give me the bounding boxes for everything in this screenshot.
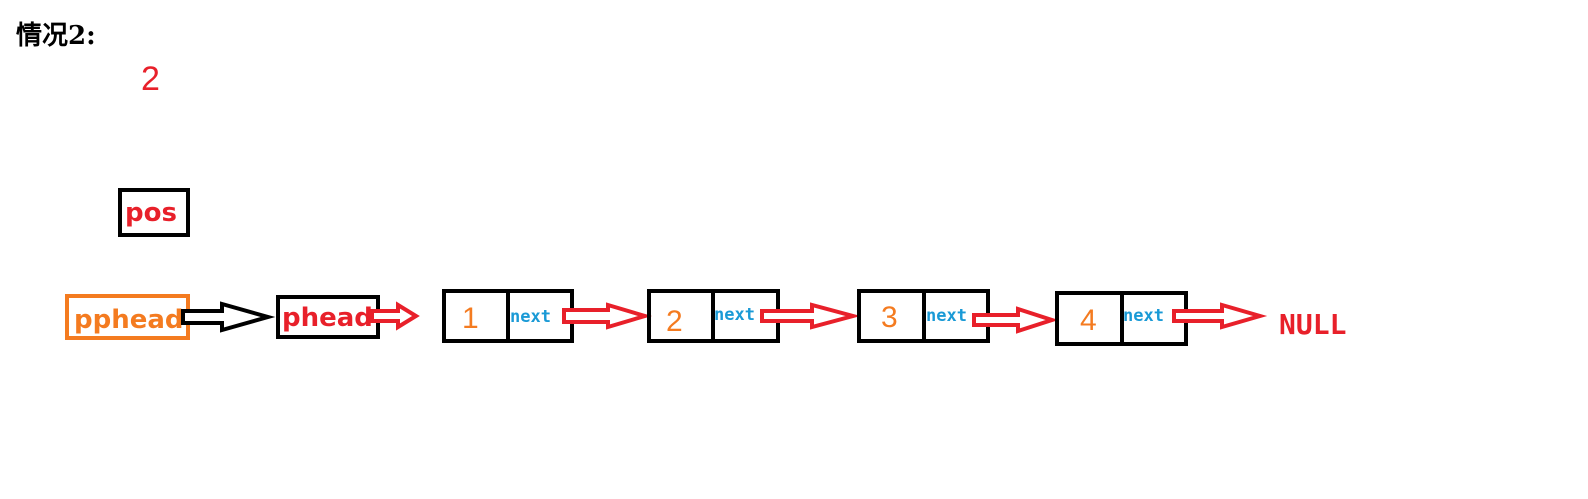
node-1-next-label: next	[510, 307, 551, 327]
pos-pointer: pos	[118, 188, 190, 237]
arrow-node-1-to-node-2	[562, 302, 653, 330]
node-2-next-label: next	[714, 305, 755, 325]
pphead-label: pphead	[74, 305, 184, 335]
list-node-4: 4 next	[1055, 291, 1188, 346]
node-3-value: 3	[881, 301, 898, 334]
node-3-next-label: next	[926, 306, 967, 326]
arrow-node-2-to-node-3	[760, 302, 861, 330]
arrow-pphead-to-phead	[181, 301, 276, 333]
node-4-next-label: next	[1123, 306, 1164, 326]
list-node-1: 1 next	[442, 289, 574, 343]
null-terminator: NULL	[1279, 308, 1346, 341]
pos-box	[118, 188, 190, 237]
node-4-value: 4	[1080, 304, 1097, 337]
list-node-3: 3 next	[857, 289, 990, 343]
phead-pointer: phead	[276, 295, 380, 339]
arrow-phead-to-node-1	[370, 301, 420, 331]
node-2-value: 2	[666, 305, 683, 338]
arrow-node-3-to-node-4	[972, 306, 1059, 334]
pos-label: pos	[125, 198, 177, 228]
node-1-value: 1	[462, 302, 479, 335]
phead-label: phead	[282, 303, 373, 333]
pphead-pointer: pphead	[65, 294, 190, 340]
case-title: 情况2:	[16, 21, 96, 51]
case-number: 2	[141, 60, 160, 98]
list-node-2: 2 next	[647, 289, 780, 343]
arrow-node-4-to-null	[1172, 302, 1268, 330]
